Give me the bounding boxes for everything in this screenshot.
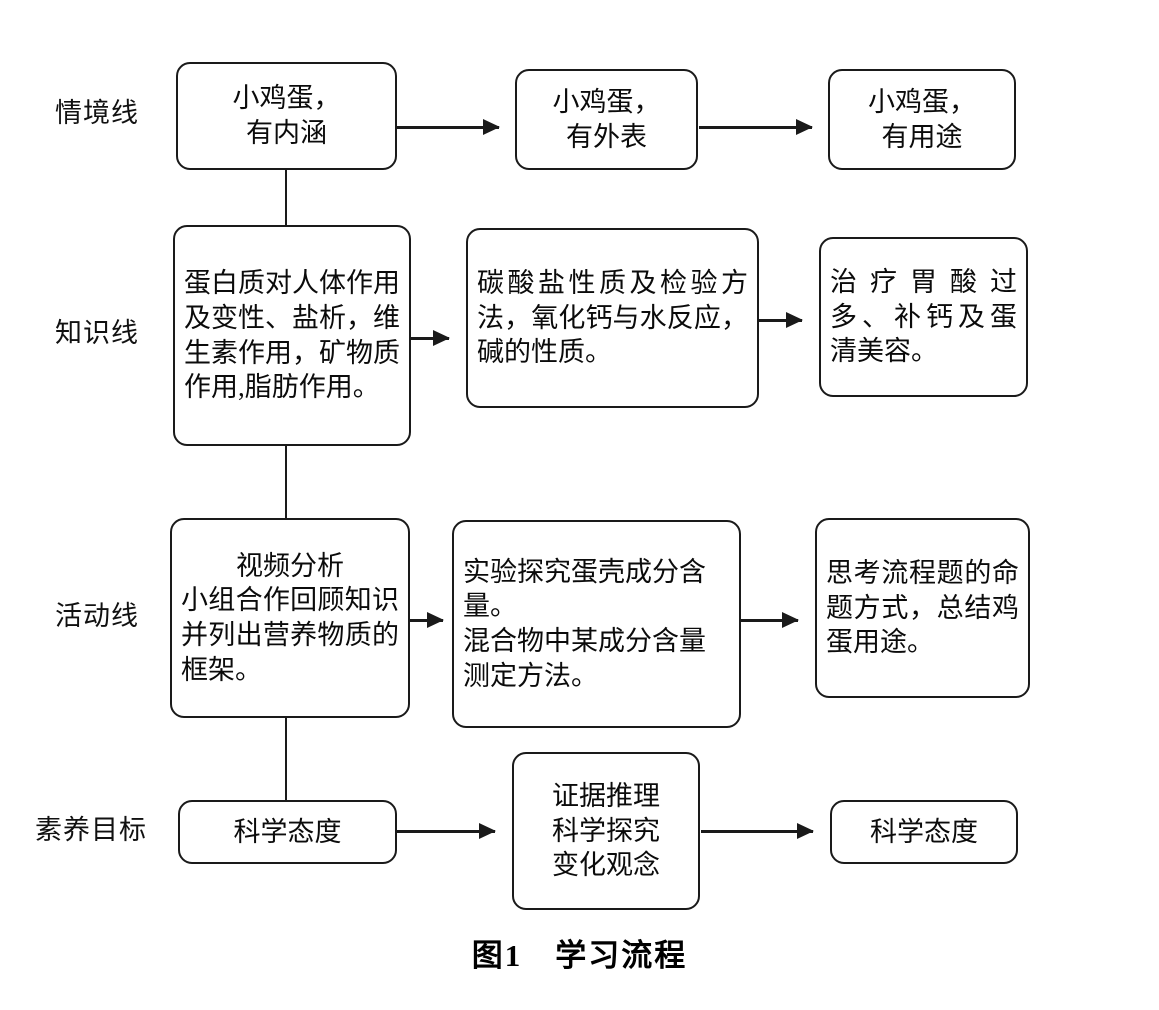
node-knowledge-3-text: 治疗胃酸过多、补钙及蛋清美容。 (830, 267, 1017, 367)
connector-knowledge-to-activity (285, 446, 288, 519)
node-literacy-1[interactable]: 科学态度 (178, 800, 397, 864)
node-situation-3[interactable]: 小鸡蛋， 有用途 (828, 69, 1016, 170)
arrow-activity-1-to-2 (410, 619, 443, 622)
arrow-literacy-1-to-2 (397, 830, 495, 833)
node-activity-2-text: 实验探究蛋壳成分含量。 混合物中某成分含量测定方法。 (463, 556, 706, 691)
node-activity-2[interactable]: 实验探究蛋壳成分含量。 混合物中某成分含量测定方法。 (452, 520, 741, 728)
figure-caption: 图1 学习流程 (471, 938, 688, 973)
node-activity-1[interactable]: 视频分析 小组合作回顾知识并列出营养物质的框架。 (170, 518, 410, 718)
arrow-knowledge-1-to-2 (411, 337, 449, 340)
connector-situation-to-knowledge (285, 170, 288, 226)
node-literacy-3[interactable]: 科学态度 (830, 800, 1018, 864)
node-knowledge-1[interactable]: 蛋白质对人体作用及变性、盐析，维生素作用，矿物质作用,脂肪作用。 (173, 225, 411, 446)
connector-activity-to-literacy (285, 718, 288, 801)
row-label-knowledge: 知识线 (55, 318, 139, 348)
arrow-activity-2-to-3 (741, 619, 798, 622)
node-knowledge-2-text: 碳酸盐性质及检验方法，氧化钙与水反应，碱的性质。 (477, 268, 748, 368)
node-literacy-3-text: 科学态度 (870, 816, 978, 847)
node-activity-1-text: 小组合作回顾知识并列出营养物质的框架。 (181, 585, 399, 685)
row-label-situation: 情境线 (55, 98, 139, 128)
node-situation-2-text: 小鸡蛋， 有外表 (552, 86, 661, 152)
row-label-literacy: 素养目标 (35, 815, 147, 845)
node-situation-3-text: 小鸡蛋， 有用途 (868, 86, 976, 152)
arrow-knowledge-2-to-3 (759, 319, 802, 322)
node-activity-3[interactable]: 思考流程题的命题方式，总结鸡蛋用途。 (815, 518, 1030, 698)
row-label-activity: 活动线 (55, 601, 139, 631)
arrow-literacy-2-to-3 (701, 830, 813, 833)
node-knowledge-2[interactable]: 碳酸盐性质及检验方法，氧化钙与水反应，碱的性质。 (466, 228, 759, 408)
node-literacy-1-text: 科学态度 (233, 816, 342, 847)
arrow-situation-2-to-3 (699, 126, 812, 129)
node-knowledge-1-text: 蛋白质对人体作用及变性、盐析，维生素作用，矿物质作用,脂肪作用。 (184, 268, 400, 403)
node-situation-2[interactable]: 小鸡蛋， 有外表 (515, 69, 698, 170)
node-literacy-2-text: 证据推理 科学探究 变化观念 (552, 781, 660, 881)
node-literacy-2[interactable]: 证据推理 科学探究 变化观念 (512, 752, 700, 910)
node-activity-1-title: 视频分析 (236, 550, 344, 581)
node-situation-1-text: 小鸡蛋， 有内涵 (232, 83, 341, 148)
node-knowledge-3[interactable]: 治疗胃酸过多、补钙及蛋清美容。 (819, 237, 1028, 397)
arrow-situation-1-to-2 (397, 126, 499, 129)
node-activity-3-text: 思考流程题的命题方式，总结鸡蛋用途。 (826, 558, 1019, 658)
node-situation-1[interactable]: 小鸡蛋， 有内涵 (176, 62, 397, 170)
